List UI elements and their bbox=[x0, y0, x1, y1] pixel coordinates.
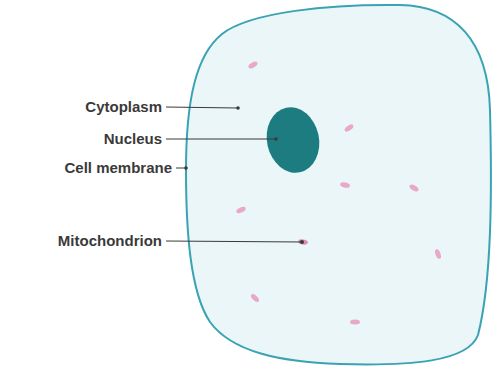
part-label: Cytoplasm bbox=[85, 98, 162, 116]
mitochondria bbox=[235, 60, 442, 324]
cell-membrane-outline bbox=[186, 5, 491, 365]
part-label: Mitochondrion bbox=[58, 232, 162, 250]
nucleus bbox=[261, 102, 326, 177]
leader-lines bbox=[166, 106, 304, 244]
part-label: Nucleus bbox=[104, 130, 162, 148]
part-label: Cell membrane bbox=[64, 159, 172, 177]
